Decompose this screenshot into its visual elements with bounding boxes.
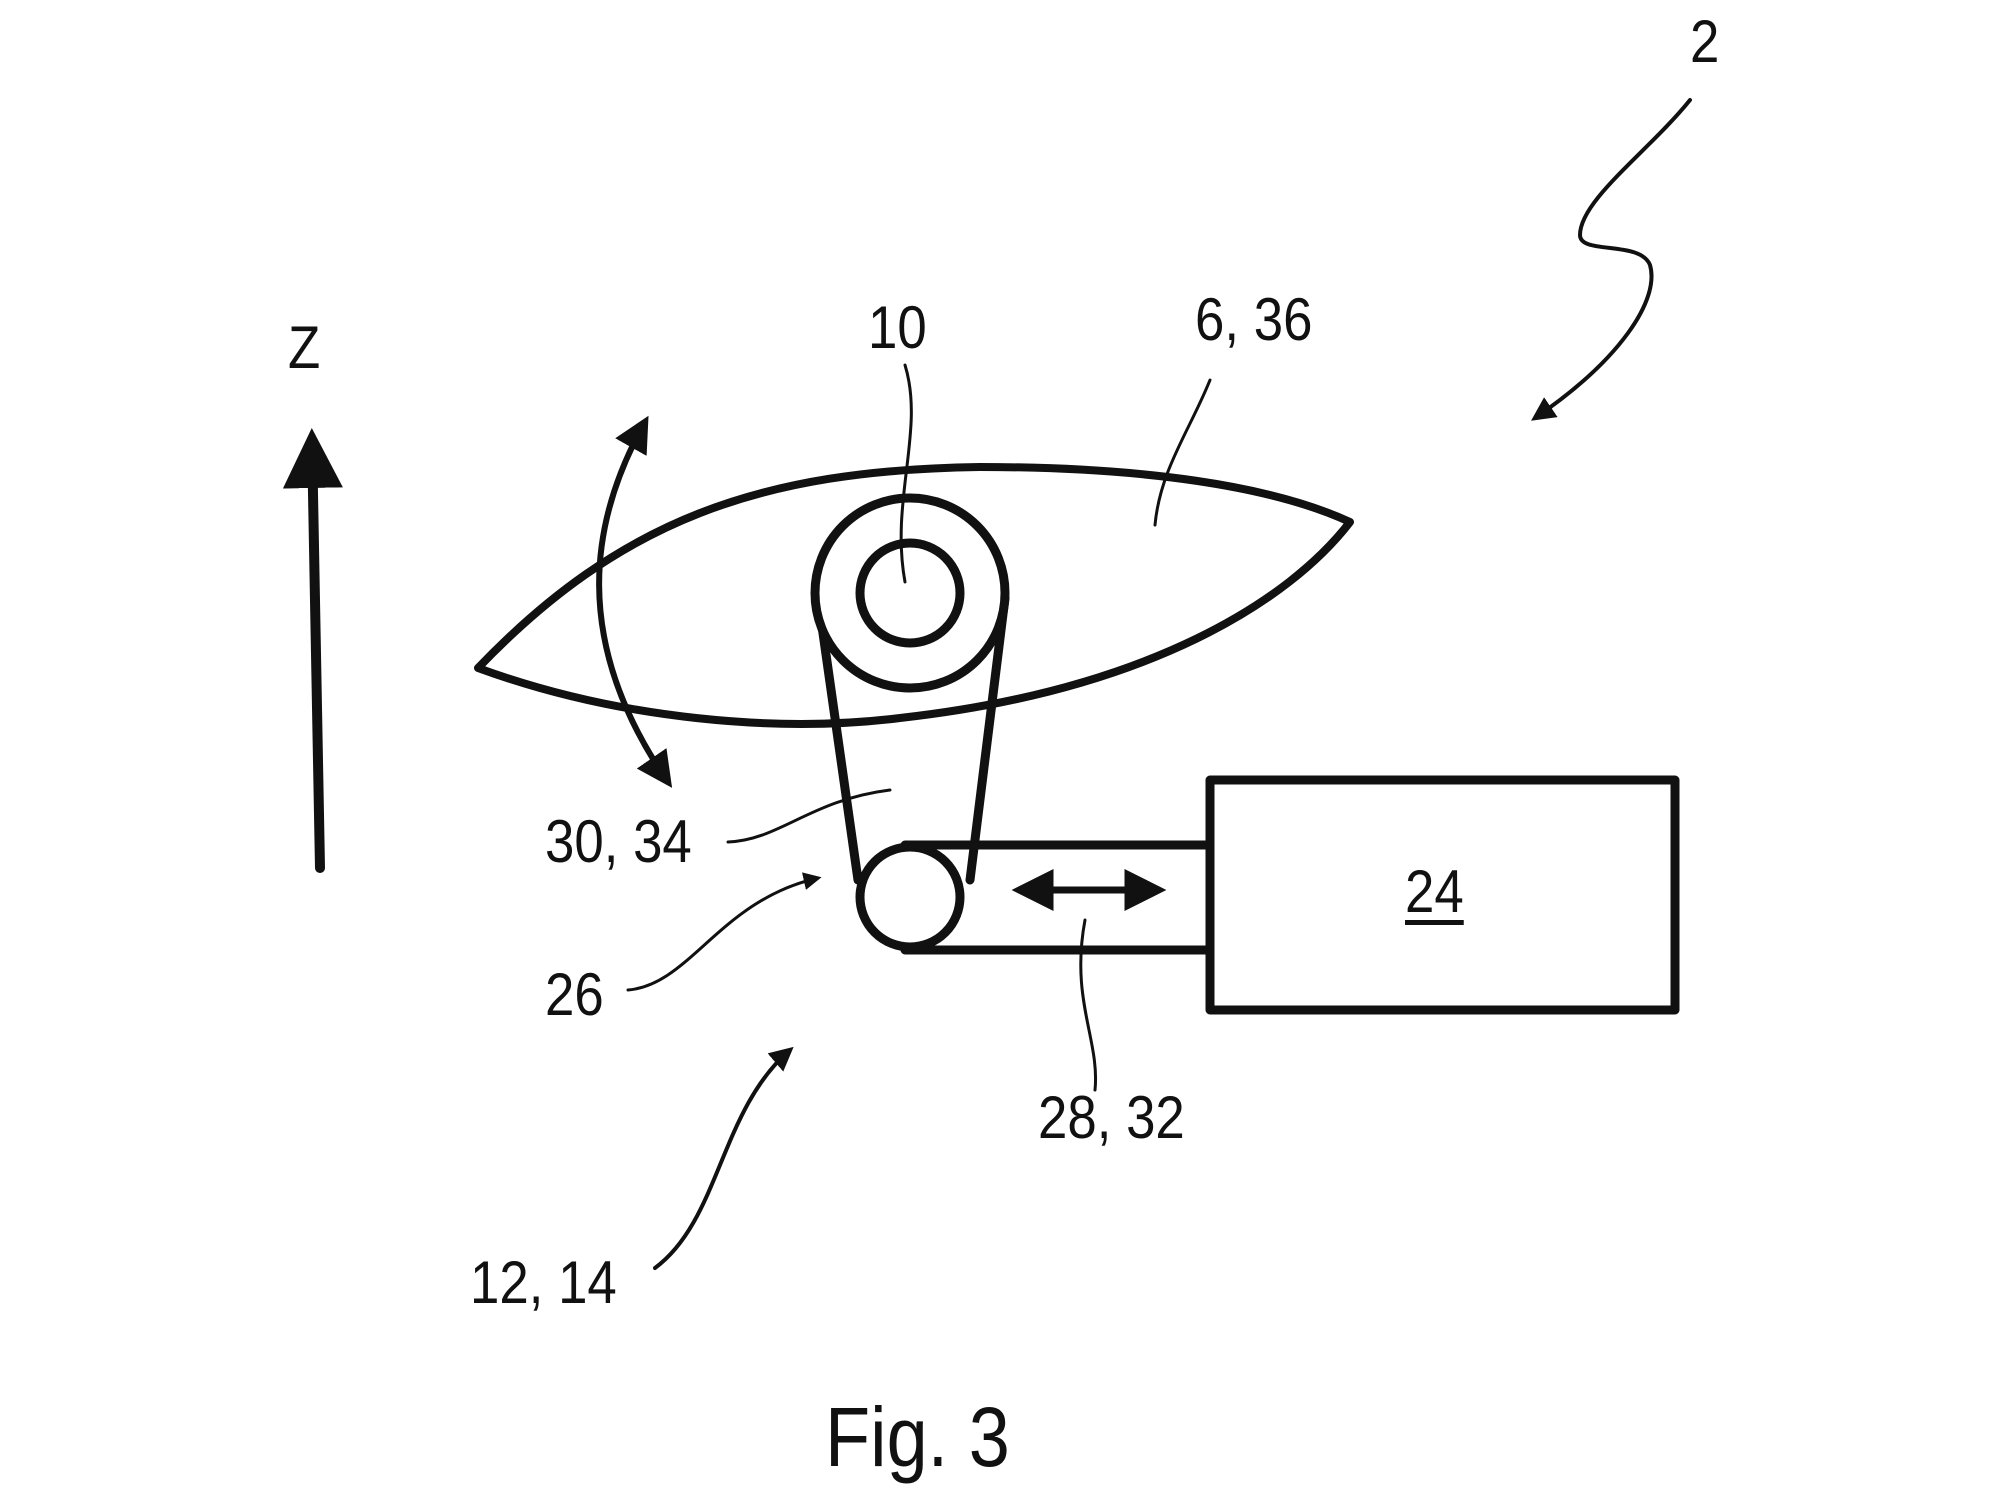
actuator-box (1205, 775, 1680, 1015)
lever-arm (813, 593, 1010, 885)
z-axis-arrow (282, 428, 343, 873)
leader-rod (1079, 918, 1098, 1092)
leader-mechanism (653, 1046, 794, 1270)
push-rod (900, 840, 1215, 955)
label-pivot: 10 (868, 294, 927, 361)
leader-lever (726, 788, 892, 844)
lower-joint (855, 842, 965, 952)
label-assembly: 2 (1690, 8, 1720, 75)
leader-pivot (899, 363, 913, 584)
leader-joint (626, 872, 822, 992)
leader-assembly (1531, 98, 1692, 421)
label-mechanism: 12, 14 (470, 1249, 617, 1316)
pivot-shaft (855, 538, 965, 648)
label-axis: Z (288, 314, 321, 381)
rotation-arrow (596, 415, 673, 788)
label-joint: 26 (545, 961, 604, 1028)
label-rod: 28, 32 (1038, 1084, 1185, 1151)
figure-caption: Fig. 3 (825, 1390, 1010, 1484)
label-blade: 6, 36 (1195, 286, 1313, 353)
label-lever: 30, 34 (545, 808, 692, 875)
leader-blade (1153, 378, 1212, 527)
label-actuator: 24 (1405, 858, 1464, 925)
